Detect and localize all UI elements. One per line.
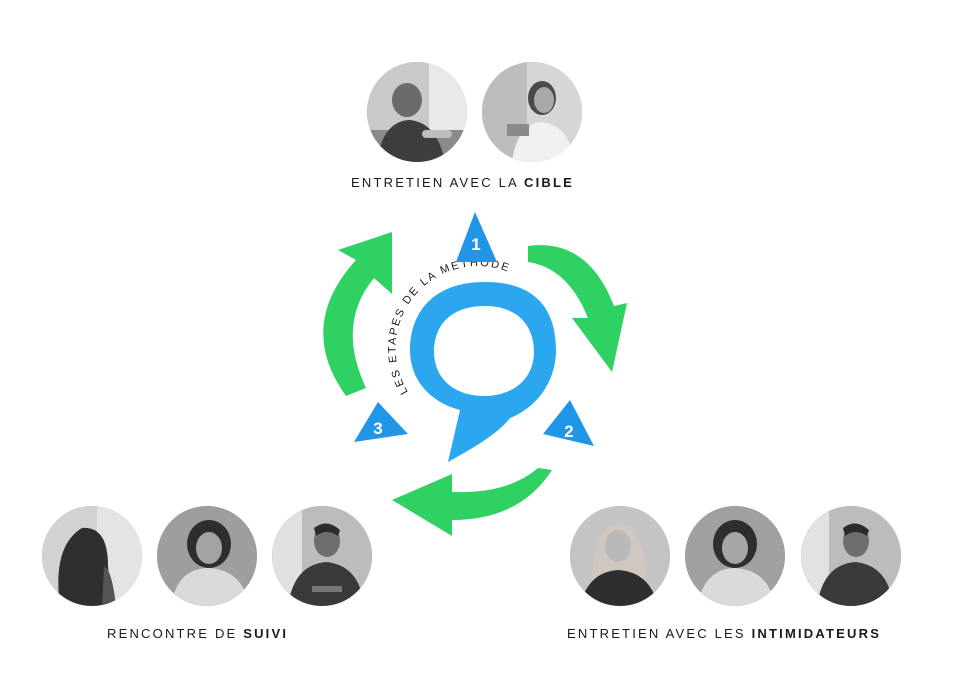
photo-intimidateurs-girl [570,506,670,606]
speech-bubble-logo [410,282,556,462]
caption-step-1-bold: CIBLE [524,175,575,190]
arrow-step-2-to-3 [392,468,552,536]
caption-step-1: ENTRETIEN AVEC LA CIBLE [351,175,574,190]
speech-bubble-icon [410,282,556,462]
triangle-marker-3 [354,402,408,442]
triangle-marker-2 [543,400,594,446]
step-number-1: 1 [471,235,480,254]
step-number-2: 2 [564,422,573,441]
center-label-path: LES ETAPES DE LA METHODE [387,257,511,397]
step-marker-1: 1 [456,212,497,262]
photo-suivi-aggressor [272,506,372,606]
photo-suivi-counselor [157,506,257,606]
caption-step-3-prefix: RENCONTRE DE [107,626,244,641]
caption-step-1-prefix: ENTRETIEN AVEC LA [351,175,525,190]
step-number-3: 3 [373,419,382,438]
triangle-marker-1 [456,212,497,262]
photo-cible-counselor [482,62,582,162]
arrow-step-1-to-2 [528,245,627,372]
caption-step-3-bold: SUIVI [243,626,289,641]
photo-intimidateurs-aggressor [801,506,901,606]
caption-step-2: ENTRETIEN AVEC LES INTIMIDATEURS [567,626,881,641]
photo-cible-student [367,62,467,162]
arrow-step-3-to-1 [323,232,392,396]
caption-step-3: RENCONTRE DE SUIVI [107,626,288,641]
step-marker-2: 2 [543,400,594,446]
caption-step-2-prefix: ENTRETIEN AVEC LES [567,626,752,641]
photo-intimidateurs-counselor [685,506,785,606]
center-label: LES ETAPES DE LA METHODE [387,257,513,397]
step-marker-3: 3 [354,402,408,442]
caption-step-2-bold: INTIMIDATEURS [751,626,882,641]
cycle-arrows [323,232,627,536]
